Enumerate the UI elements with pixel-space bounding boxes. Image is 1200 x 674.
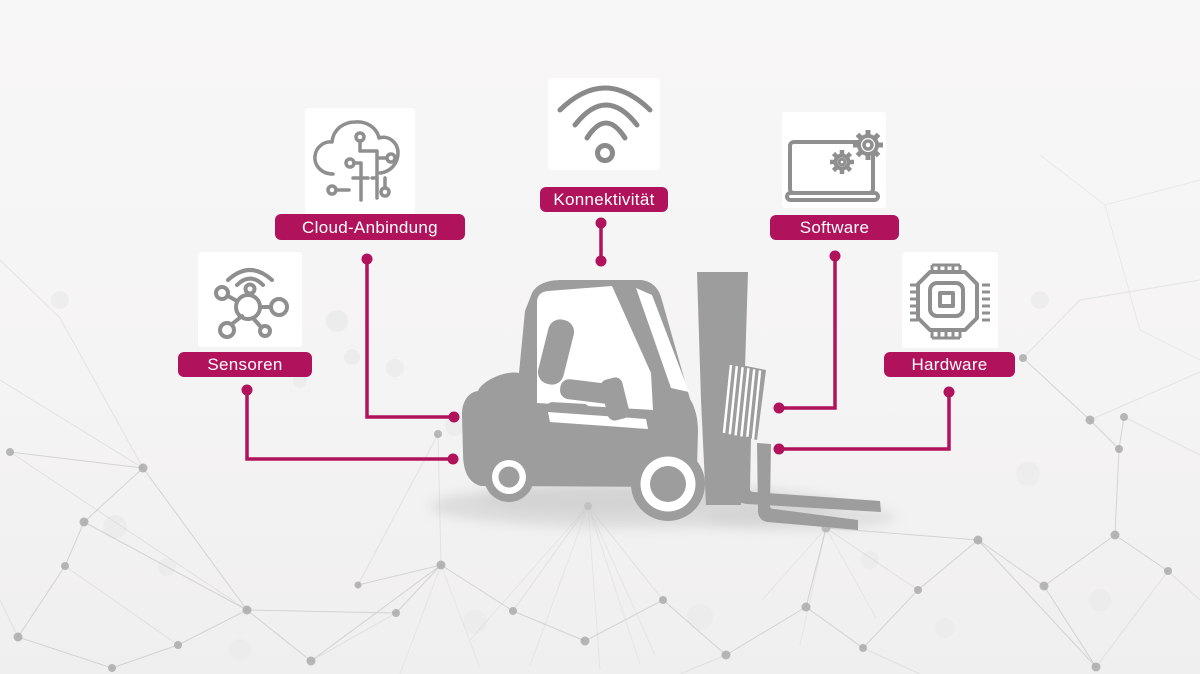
software-icon-tile (782, 112, 886, 208)
badge-hardware: Hardware (884, 352, 1015, 377)
cloud-icon-tile (305, 108, 415, 214)
processor-chip-icon (910, 263, 990, 340)
connector-lines (245, 223, 951, 461)
forklift-silhouette (462, 272, 881, 530)
badge-sensoren: Sensoren (178, 352, 312, 377)
wifi-icon (557, 85, 653, 163)
badge-sensoren-label: Sensoren (207, 355, 283, 374)
wireless-sensor-node-icon (214, 268, 289, 339)
wifi-icon-tile (548, 78, 660, 170)
laptop-gears-icon (785, 130, 883, 202)
connector-endpoints (241, 217, 955, 465)
badge-software: Software (770, 215, 899, 240)
cloud-circuit-icon (313, 120, 400, 202)
badge-konnektivitaet-label: Konnektivität (553, 190, 655, 209)
background-mesh (0, 154, 1200, 674)
badge-cloud-anbindung: Cloud-Anbindung (275, 214, 465, 240)
sensor-icon-tile (198, 252, 302, 347)
badge-software-label: Software (799, 218, 870, 237)
badge-hardware-label: Hardware (911, 355, 988, 374)
badge-konnektivitaet: Konnektivität (540, 187, 668, 212)
hardware-icon-tile (902, 252, 998, 348)
badge-cloud-anbindung-label: Cloud-Anbindung (302, 217, 438, 237)
